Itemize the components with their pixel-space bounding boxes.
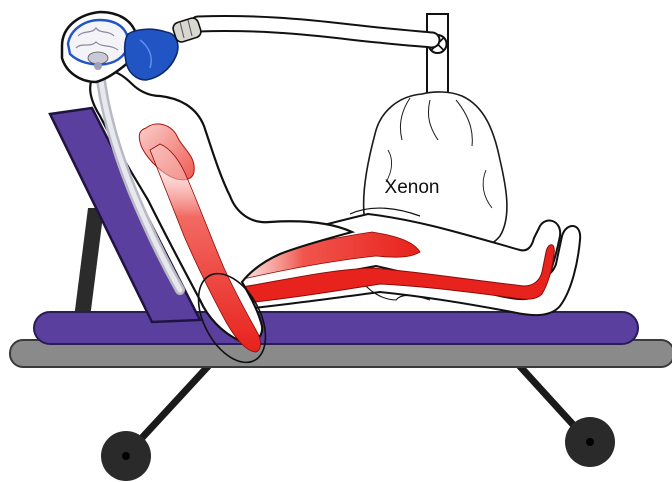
gas-bag-label: Xenon bbox=[372, 176, 452, 200]
stretcher-pad bbox=[34, 312, 638, 344]
gas-valve-stem bbox=[427, 14, 448, 96]
wheel-right bbox=[565, 417, 615, 467]
mask-connector bbox=[172, 16, 203, 43]
backrest-strut bbox=[74, 208, 104, 318]
wheel-left bbox=[101, 431, 151, 481]
oxygen-mask bbox=[125, 29, 178, 80]
stretcher-undercarriage bbox=[101, 362, 615, 481]
